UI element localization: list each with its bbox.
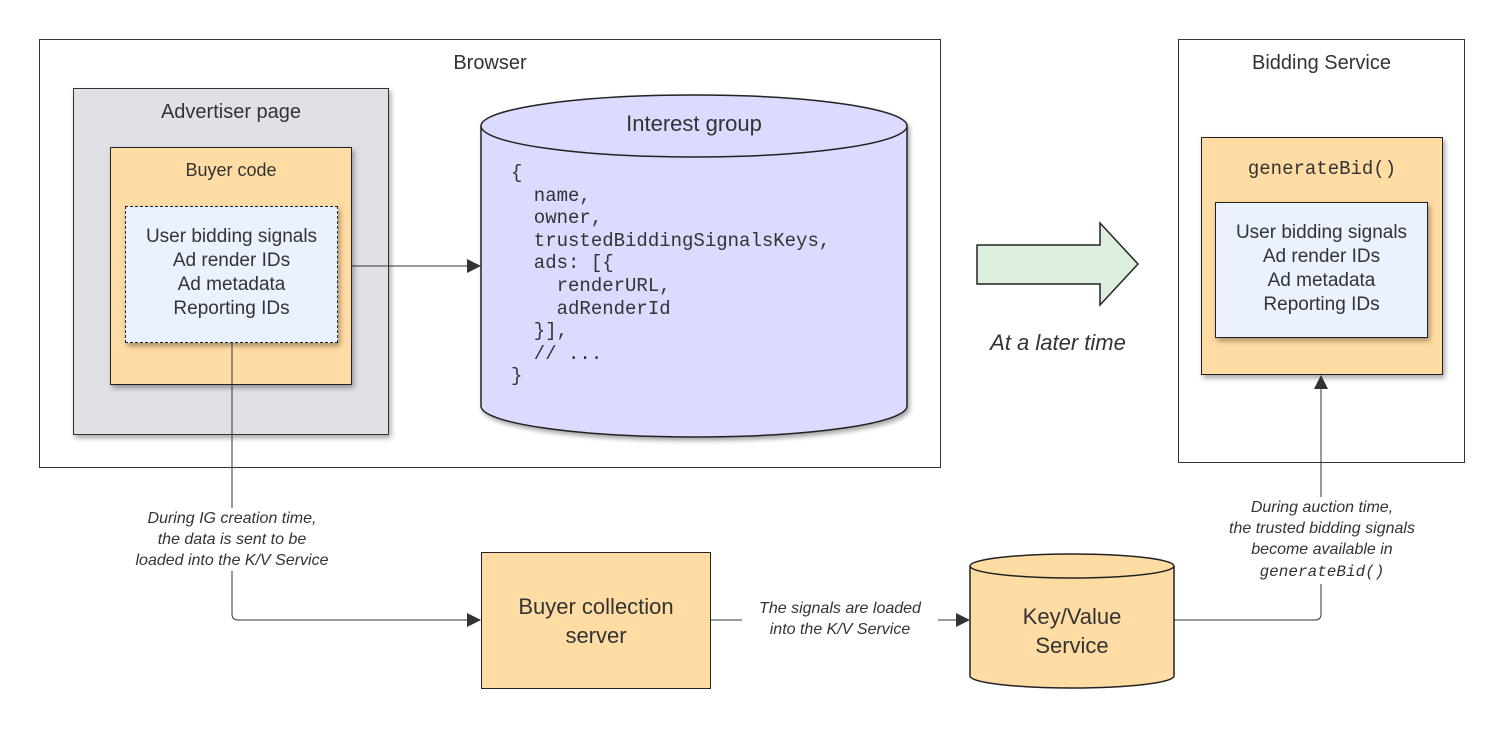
list-item: Ad metadata bbox=[177, 274, 286, 295]
big-arrow-icon bbox=[976, 221, 1140, 307]
kv-service-label: Key/Value Service bbox=[970, 602, 1174, 660]
arrowhead-icon bbox=[467, 613, 481, 627]
code-line: }], bbox=[511, 320, 569, 343]
advertiser-page-title: Advertiser page bbox=[160, 101, 302, 123]
caption-signals-loaded: The signals are loaded into the K/V Serv… bbox=[742, 598, 938, 640]
caption-line: into the K/V Service bbox=[769, 621, 911, 638]
caption-line: the trusted bidding signals bbox=[1229, 520, 1415, 537]
caption-auction-time: During auction time, the trusted bidding… bbox=[1206, 497, 1438, 584]
caption-code-line: generateBid() bbox=[1259, 563, 1385, 581]
buyer-code-title: Buyer code bbox=[185, 160, 277, 180]
list-item: Ad render IDs bbox=[172, 250, 291, 271]
later-time-label: At a later time bbox=[990, 330, 1126, 355]
code-line: adRenderId bbox=[511, 297, 671, 320]
caption-ig-creation: During IG creation time, the data is sen… bbox=[112, 508, 352, 571]
code-line: // ... bbox=[511, 342, 603, 365]
code-line: name, bbox=[511, 184, 591, 207]
buyer-signals-list: User bidding signals Ad render IDs Ad me… bbox=[125, 206, 338, 343]
caption-line: During auction time, bbox=[1250, 499, 1394, 516]
caption-line: During IG creation time, bbox=[147, 510, 317, 527]
list-item: Ad metadata bbox=[1267, 270, 1376, 291]
caption-line: the data is sent to be bbox=[157, 531, 307, 548]
list-item: Reporting IDs bbox=[173, 298, 290, 319]
code-line: owner, bbox=[511, 207, 603, 230]
bidding-service-title: Bidding Service bbox=[1252, 52, 1391, 74]
arrowhead-icon bbox=[956, 613, 970, 627]
list-item: User bidding signals bbox=[145, 226, 318, 247]
code-line: } bbox=[511, 365, 523, 388]
generate-bid-signals-list: User bidding signals Ad render IDs Ad me… bbox=[1215, 202, 1428, 338]
caption-line: become available in bbox=[1251, 541, 1393, 558]
kv-label-line: Service bbox=[1035, 633, 1109, 658]
buyer-server-label-line: server bbox=[565, 622, 627, 648]
browser-title: Browser bbox=[453, 52, 527, 74]
interest-group-code: { name, owner, trustedBiddingSignalsKeys… bbox=[511, 162, 891, 388]
buyer-collection-server-box: Buyer collection server bbox=[481, 552, 711, 689]
generate-bid-title: generateBid() bbox=[1247, 158, 1397, 180]
list-item: Reporting IDs bbox=[1263, 294, 1380, 315]
code-line: ads: [{ bbox=[511, 252, 614, 275]
buyer-server-label-line: Buyer collection bbox=[518, 593, 674, 619]
code-line: renderURL, bbox=[511, 274, 671, 297]
caption-line: loaded into the K/V Service bbox=[135, 552, 329, 569]
kv-label-line: Key/Value bbox=[1022, 604, 1122, 629]
list-item: Ad render IDs bbox=[1262, 246, 1381, 267]
code-line: { bbox=[511, 162, 523, 184]
caption-line: The signals are loaded bbox=[759, 600, 921, 617]
code-line: trustedBiddingSignalsKeys, bbox=[511, 229, 831, 252]
interest-group-title: Interest group bbox=[626, 111, 762, 136]
list-item: User bidding signals bbox=[1235, 222, 1408, 243]
